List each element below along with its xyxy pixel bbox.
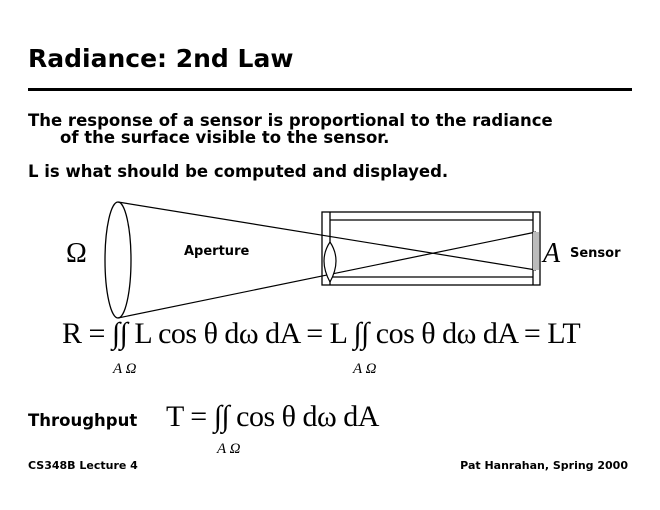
lens (323, 240, 337, 284)
slide-title: Radiance: 2nd Law (28, 44, 294, 73)
body-line-1b: of the surface visible to the sensor. (60, 128, 390, 147)
throughput-label: Throughput (28, 411, 138, 430)
solid-angle-label: Ω (66, 238, 87, 269)
sensor-label: Sensor (570, 246, 621, 261)
radiance-limits-2: A Ω (353, 361, 377, 377)
body-line-1a: The response of a sensor is proportional… (28, 111, 553, 130)
radiance-limits-1: A Ω (113, 361, 137, 377)
ray-top (117, 201, 537, 271)
camera-body (321, 211, 541, 286)
area-label: A (543, 238, 561, 269)
footer-author: Pat Hanrahan, Spring 2000 (460, 459, 628, 472)
title-rule (28, 88, 632, 91)
radiance-equation: R = ∫∫ L cos θ dω dA = L ∫∫ cos θ dω dA … (62, 317, 581, 350)
sensor-plane (533, 232, 539, 270)
throughput-equation: T = ∫∫ cos θ dω dA (166, 400, 379, 433)
footer-course: CS348B Lecture 4 (28, 459, 138, 472)
body-line-2: L is what should be computed and display… (28, 162, 449, 181)
aperture-ellipse (104, 201, 132, 319)
throughput-limits: A Ω (217, 441, 241, 457)
aperture-label: Aperture (184, 244, 250, 259)
